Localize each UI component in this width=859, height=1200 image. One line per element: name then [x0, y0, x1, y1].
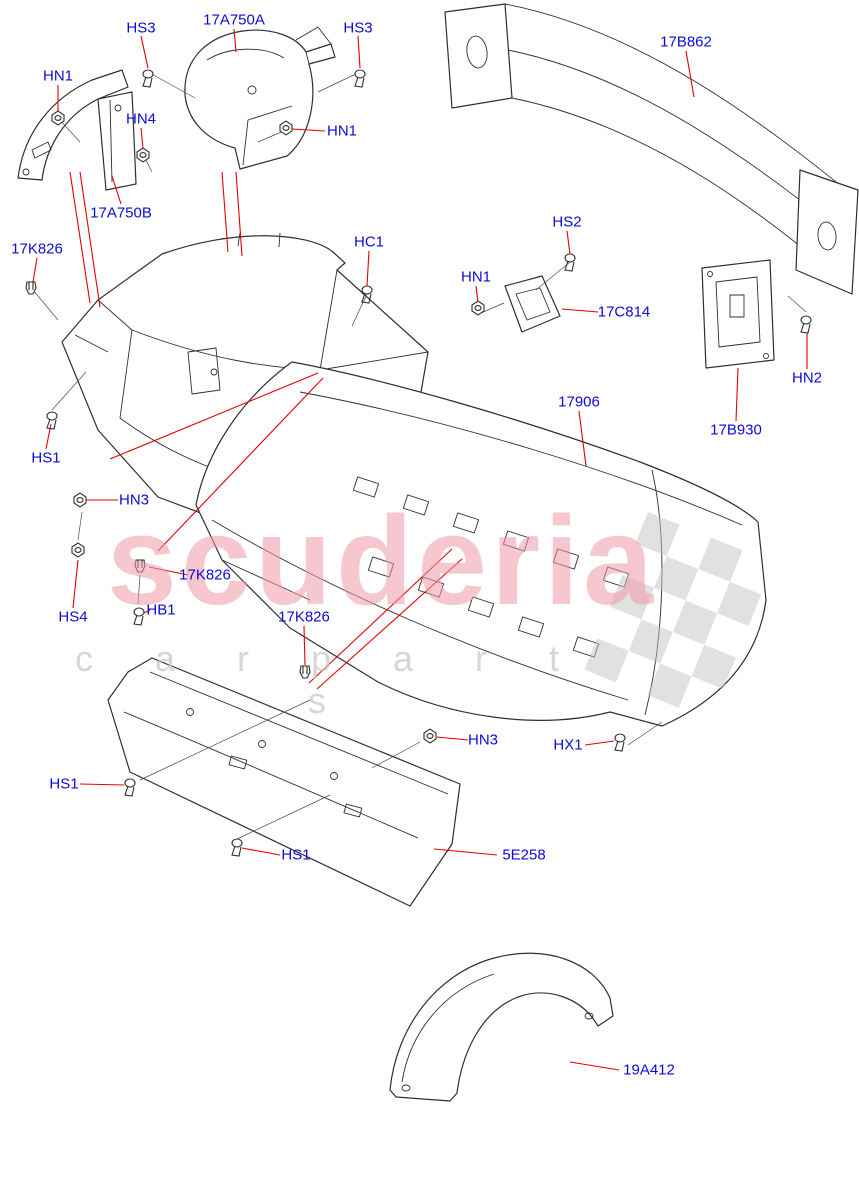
- part-label-17b862[interactable]: 17B862: [660, 33, 712, 51]
- part-label-hn3-2[interactable]: HN3: [467, 731, 499, 749]
- part-label-hs1-2[interactable]: HS1: [49, 775, 79, 793]
- alignment-guide-lines: [32, 71, 807, 841]
- part-label-hx1[interactable]: HX1: [553, 736, 583, 754]
- part-17906-drawing: [195, 361, 767, 727]
- leader-lines: [32, 28, 808, 1071]
- part-label-17c814[interactable]: 17C814: [597, 303, 651, 321]
- part-label-hs1-3[interactable]: HS1: [281, 846, 311, 864]
- part-label-hn1-2[interactable]: HN1: [326, 122, 358, 140]
- part-label-hc1[interactable]: HC1: [353, 233, 385, 251]
- part-label-17k826-1[interactable]: 17K826: [11, 240, 63, 258]
- part-19A412-drawing: [389, 952, 614, 1102]
- checkered-flag-watermark: [584, 512, 762, 708]
- part-label-hs4[interactable]: HS4: [58, 608, 88, 626]
- part-17C814-drawing: [504, 275, 561, 333]
- part-label-17a750b[interactable]: 17A750B: [90, 204, 152, 222]
- part-label-17b930[interactable]: 17B930: [710, 421, 762, 439]
- part-17B862-drawing: [444, 3, 859, 295]
- part-label-17906[interactable]: 17906: [558, 393, 600, 411]
- bumper-rib-details: [352, 476, 630, 658]
- part-label-hn1-1[interactable]: HN1: [42, 67, 74, 85]
- part-label-hb1[interactable]: HB1: [146, 601, 176, 619]
- part-label-17a750a[interactable]: 17A750A: [203, 11, 265, 29]
- part-label-5e258[interactable]: 5E258: [502, 846, 546, 864]
- part-17B930-drawing: [701, 259, 775, 369]
- part-label-hs3-2[interactable]: HS3: [343, 19, 373, 37]
- part-label-hn1-3[interactable]: HN1: [460, 268, 492, 286]
- part-label-hn4[interactable]: HN4: [125, 110, 157, 128]
- part-label-17k826-3[interactable]: 17K826: [278, 608, 330, 626]
- part-label-hn3-1[interactable]: HN3: [118, 491, 150, 509]
- part-label-hs3-1[interactable]: HS3: [126, 19, 156, 37]
- part-label-19a412[interactable]: 19A412: [623, 1061, 675, 1079]
- part-5E258-drawing: [107, 657, 461, 907]
- part-label-hn2[interactable]: HN2: [791, 369, 823, 387]
- part-label-hs2[interactable]: HS2: [552, 213, 582, 231]
- part-17A750B-drawing: [17, 69, 137, 191]
- part-label-17k826-2[interactable]: 17K826: [179, 566, 231, 584]
- part-label-hs1-1[interactable]: HS1: [31, 449, 61, 467]
- part-17A750A-drawing: [184, 26, 336, 170]
